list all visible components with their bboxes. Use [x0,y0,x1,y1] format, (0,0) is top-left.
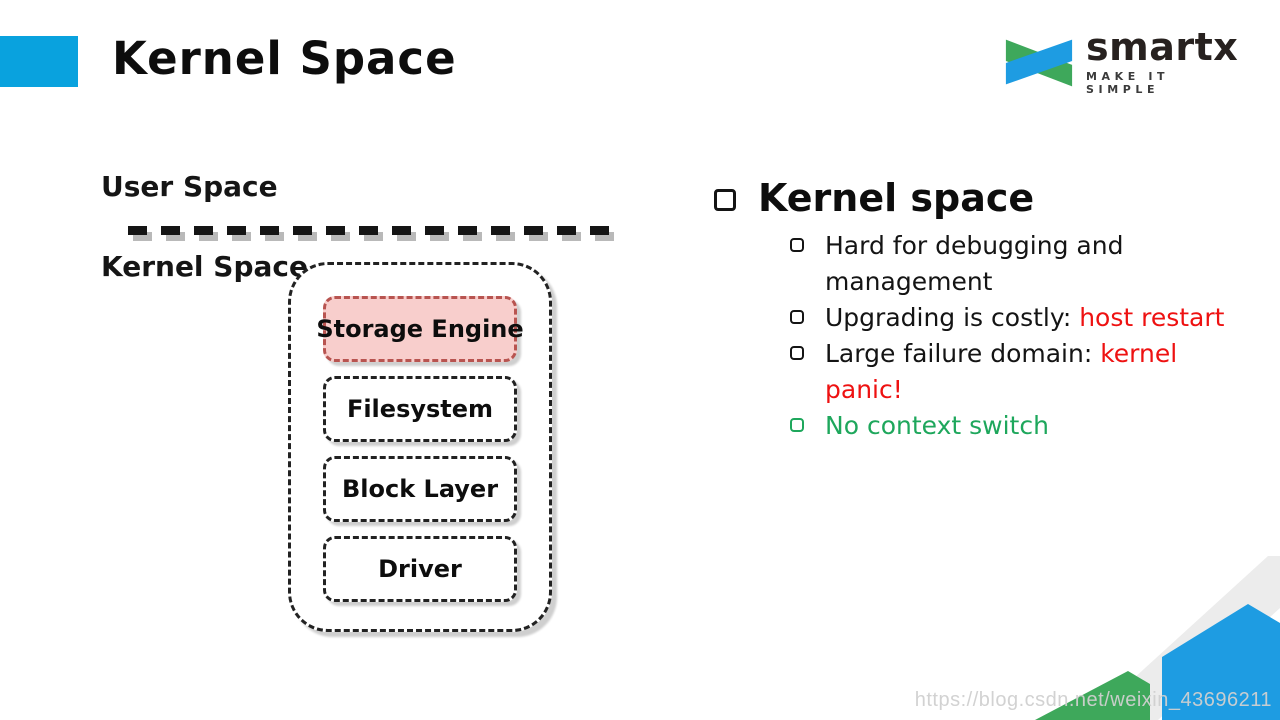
bullet-text: No context switch [825,408,1049,444]
bullet-square-icon [790,238,804,252]
bullet-list: Hard for debugging and management Upgrad… [790,228,1270,444]
smartx-x-icon [1005,39,1073,87]
text-segment-red: host restart [1079,303,1225,332]
diagram-box-filesystem: Filesystem [323,376,517,442]
bullet-square-icon [714,189,736,211]
list-item: Large failure domain: kernel panic! [790,336,1270,408]
kernel-space-label: Kernel Space [101,250,308,283]
bullet-square-icon [790,346,804,360]
bullet-square-icon [790,418,804,432]
bullet-text: Large failure domain: kernel panic! [825,336,1177,408]
slide-title: Kernel Space [112,32,457,85]
list-item: Hard for debugging and management [790,228,1270,300]
smartx-logo: smartx MAKE IT SIMPLE [1002,25,1239,96]
list-item: No context switch [790,408,1270,444]
bullet-square-icon [790,310,804,324]
bullet-heading: Kernel space [758,176,1035,220]
text-segment-red: panic! [825,375,903,404]
text-segment: Hard for debugging and [825,231,1124,260]
title-accent-bar [0,36,78,87]
diagram-box-block-layer: Block Layer [323,456,517,522]
text-segment: Upgrading is costly: [825,303,1080,332]
list-item: Upgrading is costly: host restart [790,300,1270,336]
user-space-label: User Space [101,170,278,203]
user-kernel-divider [128,226,612,235]
bullet-text: Hard for debugging and management [825,228,1123,300]
bullet-heading-row: Kernel space [714,176,1034,220]
diagram-box-storage-engine: Storage Engine [316,296,524,362]
text-segment-green: No context switch [825,411,1049,440]
logo-name: smartx [1086,25,1239,69]
text-segment-red: kernel [1100,339,1178,368]
text-segment: Large failure domain: [825,339,1101,368]
diagram-box-driver: Driver [323,536,517,602]
bullet-text: Upgrading is costly: host restart [825,300,1224,336]
logo-tagline: MAKE IT SIMPLE [1086,70,1170,96]
watermark-url: https://blog.csdn.net/weixin_43696211 [914,689,1272,711]
kernel-space-container: Storage Engine Filesystem Block Layer Dr… [288,262,552,632]
text-segment: management [825,267,993,296]
